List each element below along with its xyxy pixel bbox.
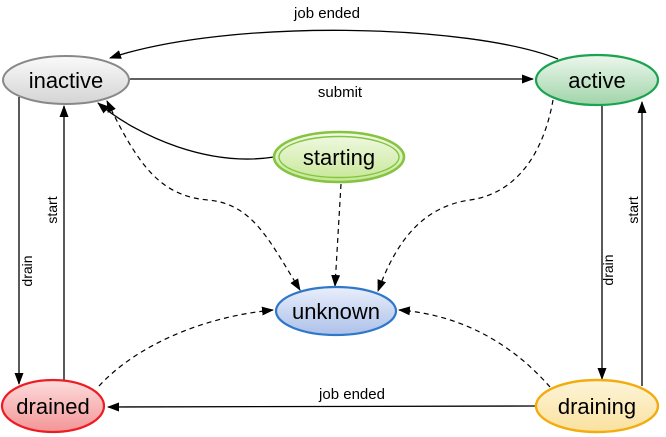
- edge-draining-to-drained: [107, 402, 537, 412]
- state-label-active: active: [568, 68, 625, 93]
- edge-label-job-ended-top: job ended: [293, 5, 360, 22]
- state-node-unknown: unknown: [274, 285, 398, 337]
- state-node-inactive: inactive: [2, 55, 130, 105]
- edge-label-drain-right: drain: [600, 254, 616, 285]
- state-label-starting: starting: [303, 145, 375, 170]
- edge-starting-to-inactive: [97, 102, 275, 160]
- edge-label-drain-left: drain: [19, 255, 35, 286]
- state-label-unknown: unknown: [292, 299, 380, 324]
- edge-label-submit: submit: [318, 84, 363, 101]
- edge-label-start-right: start: [625, 196, 641, 223]
- edge-draining-to-unknown: [398, 306, 551, 388]
- state-label-draining: draining: [558, 394, 636, 419]
- edge-label-start-left: start: [44, 196, 60, 223]
- state-node-draining: draining: [534, 378, 660, 434]
- edge-drained-to-unknown: [98, 306, 274, 387]
- edge-starting-to-unknown: [331, 183, 342, 287]
- edge-active-to-unknown: [377, 99, 554, 292]
- edge-label-job-ended-bottom: job ended: [318, 386, 385, 403]
- state-label-drained: drained: [16, 394, 89, 419]
- state-node-active: active: [534, 53, 660, 107]
- state-node-starting: starting: [272, 130, 406, 184]
- edge-inactive-unknown: [106, 100, 301, 291]
- edge-active-to-inactive: [109, 29, 559, 60]
- state-node-drained: drained: [0, 378, 106, 434]
- state-label-inactive: inactive: [29, 68, 104, 93]
